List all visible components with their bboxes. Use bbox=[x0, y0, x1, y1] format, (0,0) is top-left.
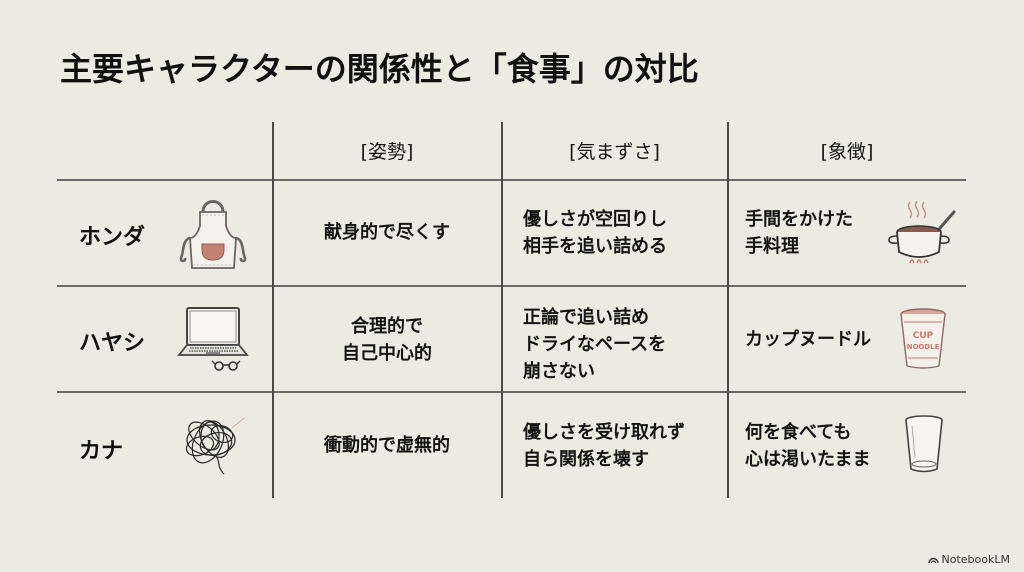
symbol-cell: 何を食べても 心は渇いたまま bbox=[745, 419, 870, 473]
notebooklm-badge: NotebookLM bbox=[927, 553, 1010, 566]
page-title: 主要キャラクターの関係性と「食事」の対比 bbox=[60, 50, 699, 88]
cell-line: 何を食べても bbox=[745, 422, 852, 443]
cell-line: 心は渇いたまま bbox=[745, 449, 871, 470]
cell-line: 献身的で尽くす bbox=[324, 222, 450, 243]
cell-line: 手料理 bbox=[745, 236, 799, 257]
symbol-cell: 手間をかけた 手料理 bbox=[745, 206, 853, 260]
cell-line: 崩さない bbox=[523, 361, 595, 382]
cell-line: 衝動的で虚無的 bbox=[324, 435, 450, 456]
cell-line: 正論で追い詰め bbox=[523, 307, 649, 328]
column-header-symbol: [象徴] bbox=[820, 141, 874, 163]
symbol-cell: カップヌードル bbox=[745, 326, 871, 353]
cell-line: 合理的で bbox=[351, 316, 423, 337]
divider bbox=[57, 391, 966, 393]
cell-line: 相手を追い詰める bbox=[523, 236, 667, 257]
cell-line: 自ら関係を壊す bbox=[523, 449, 649, 470]
divider bbox=[727, 122, 729, 498]
character-name: カナ bbox=[79, 439, 124, 464]
cell-line: 自己中心的 bbox=[342, 343, 432, 364]
awkwardness-cell: 正論で追い詰め ドライなペースを 崩さない bbox=[523, 304, 666, 385]
stance-cell: 衝動的で虚無的 bbox=[273, 432, 501, 459]
awkwardness-cell: 優しさが空回りし 相手を追い詰める bbox=[523, 206, 667, 260]
cell-line: ドライなペースを bbox=[523, 334, 667, 355]
cell-line: 優しさを受け取れず bbox=[523, 422, 685, 443]
stance-cell: 献身的で尽くす bbox=[273, 219, 501, 246]
column-header-stance: [姿勢] bbox=[360, 141, 414, 163]
cell-line: 優しさが空回りし bbox=[523, 209, 667, 230]
notebooklm-label: NotebookLM bbox=[941, 553, 1010, 566]
notebooklm-logo-icon bbox=[927, 557, 939, 564]
column-header-awkwardness: [気まずさ] bbox=[569, 141, 660, 163]
tangled-thread-icon bbox=[185, 417, 245, 475]
divider bbox=[501, 122, 503, 498]
divider bbox=[57, 285, 966, 287]
cup-noodle-icon: CUP NOODLE bbox=[900, 308, 946, 369]
divider bbox=[57, 179, 966, 181]
cell-line: カップヌードル bbox=[745, 329, 871, 350]
awkwardness-cell: 優しさを受け取れず 自ら関係を壊す bbox=[523, 419, 685, 473]
laptop-glasses-icon bbox=[177, 307, 249, 371]
cell-line: 手間をかけた bbox=[745, 209, 853, 230]
stance-cell: 合理的で 自己中心的 bbox=[273, 313, 501, 367]
character-name: ホンダ bbox=[79, 225, 146, 250]
empty-glass-icon bbox=[905, 415, 943, 473]
svg-text:CUP: CUP bbox=[913, 331, 934, 341]
svg-text:NOODLE: NOODLE bbox=[907, 343, 940, 351]
divider bbox=[272, 122, 274, 498]
cooking-pot-icon bbox=[888, 200, 956, 264]
character-name: ハヤシ bbox=[79, 331, 146, 356]
apron-icon bbox=[179, 200, 247, 269]
